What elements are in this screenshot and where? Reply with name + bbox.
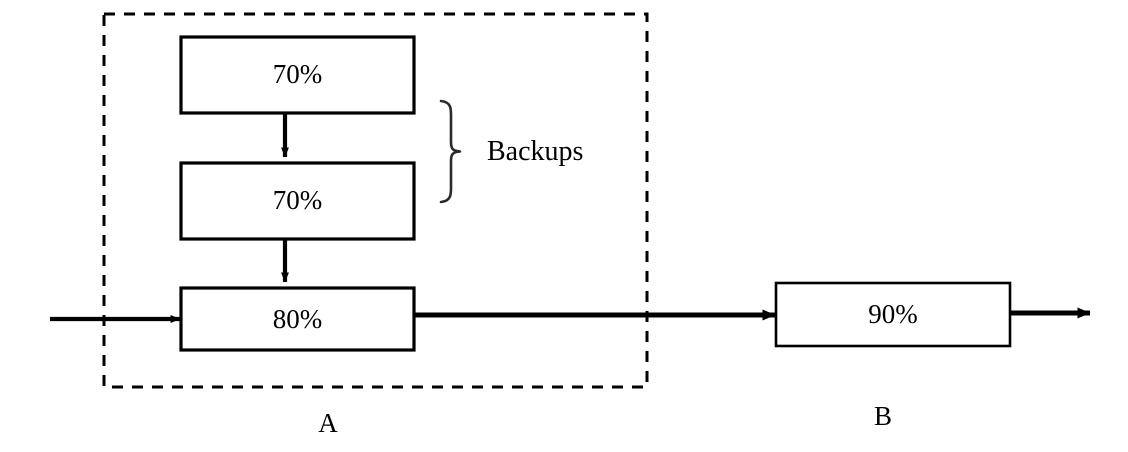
node-primary-b-label: 90% <box>868 299 918 329</box>
node-backup-2-label: 70% <box>272 185 323 215</box>
node-primary-a-label: 80% <box>272 304 323 334</box>
curly-brace-backups-icon <box>439 99 462 204</box>
node-backup-1-box[interactable] <box>179 35 416 115</box>
node-backup-1-label: 70% <box>272 59 323 89</box>
group-a-label: A <box>318 408 338 438</box>
brace-backups-label: Backups <box>487 136 584 167</box>
group-a-dashed-boundary <box>102 12 649 389</box>
node-backup-2-box[interactable] <box>179 161 416 241</box>
node-primary-a-box[interactable] <box>179 286 416 352</box>
group-b-label: B <box>873 401 892 431</box>
